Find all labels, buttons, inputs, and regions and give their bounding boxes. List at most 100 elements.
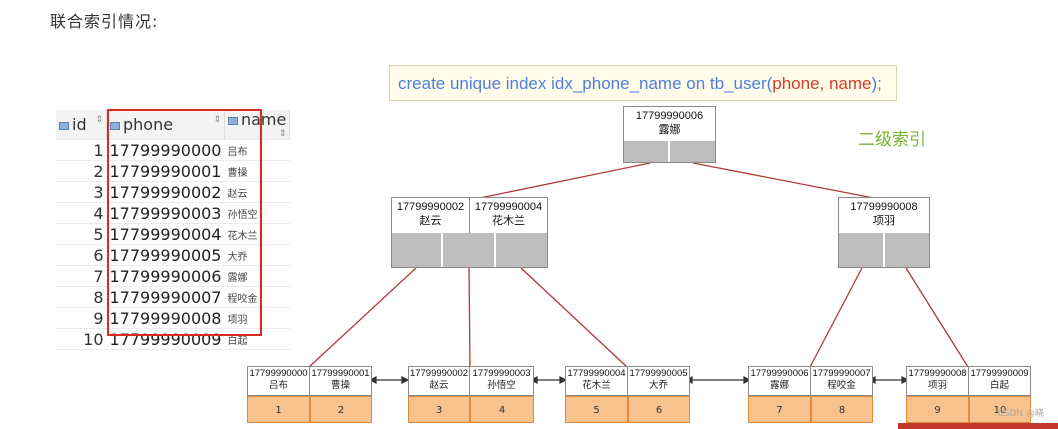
sort-icon[interactable]: ⇕ xyxy=(213,115,221,125)
link-right-leaf5 xyxy=(905,267,969,368)
pointer-cell xyxy=(839,233,885,267)
sort-icon[interactable]: ⇕ xyxy=(95,115,103,125)
internal-key: 17799990004 花木兰 xyxy=(474,201,543,227)
link-left-leaf1 xyxy=(308,267,417,368)
cell-name[interactable]: 项羽 xyxy=(224,307,290,329)
link-root-right xyxy=(692,162,885,201)
leaf-primary-key: 10 xyxy=(969,396,1031,423)
pointer-cell xyxy=(670,141,715,162)
cell-phone[interactable]: 17799990005 xyxy=(106,244,225,266)
sql-columns: phone, name xyxy=(772,74,872,93)
cell-name[interactable]: 白起 xyxy=(224,328,290,350)
cell-name[interactable]: 吕布 xyxy=(224,139,290,161)
column-header-id[interactable]: id⇕ xyxy=(56,110,107,140)
cell-phone[interactable]: 17799990003 xyxy=(106,202,225,224)
leaf-primary-key: 2 xyxy=(310,396,372,423)
cell-phone[interactable]: 17799990007 xyxy=(106,286,225,308)
column-header-name[interactable]: name⇕ xyxy=(224,110,291,140)
cell-id[interactable]: 3 xyxy=(56,181,107,203)
pointer-cell xyxy=(496,233,547,267)
internal-node-right: 17799990008 项羽 xyxy=(838,197,930,268)
leaf-primary-key: 1 xyxy=(247,396,310,423)
cell-name[interactable]: 赵云 xyxy=(224,181,290,203)
key-column-icon xyxy=(59,121,69,130)
pointer-cell xyxy=(392,233,443,267)
sort-icon[interactable]: ⇕ xyxy=(278,129,287,139)
root-node: 17799990006 露娜 xyxy=(623,106,716,163)
sql-prefix: create unique index idx_phone_name on tb… xyxy=(398,74,773,93)
link-left-leaf2 xyxy=(468,267,471,368)
cell-id[interactable]: 7 xyxy=(56,265,107,287)
cell-phone[interactable]: 17799990001 xyxy=(106,160,225,182)
leaf-primary-key: 5 xyxy=(565,396,628,423)
cell-phone[interactable]: 17799990008 xyxy=(106,307,225,329)
internal-key: 17799990008 项羽 xyxy=(850,201,918,227)
cell-name[interactable]: 程咬金 xyxy=(224,286,290,308)
cell-name[interactable]: 曹操 xyxy=(224,160,290,182)
cell-phone[interactable]: 17799990006 xyxy=(106,265,225,287)
cell-name[interactable]: 孙悟空 xyxy=(224,202,290,224)
pointer-cell xyxy=(885,233,929,267)
cell-id[interactable]: 9 xyxy=(56,307,107,329)
leaf-primary-key: 9 xyxy=(906,396,969,423)
cell-phone[interactable]: 17799990004 xyxy=(106,223,225,245)
corner-tab xyxy=(898,423,1058,429)
sql-statement: create unique index idx_phone_name on tb… xyxy=(389,65,897,101)
cell-id[interactable]: 4 xyxy=(56,202,107,224)
column-header-phone[interactable]: phone⇕ xyxy=(106,110,225,140)
cell-id[interactable]: 1 xyxy=(56,139,107,161)
cell-name[interactable]: 露娜 xyxy=(224,265,290,287)
cell-id[interactable]: 6 xyxy=(56,244,107,266)
link-left-leaf3 xyxy=(520,267,628,368)
leaf-primary-key: 7 xyxy=(748,396,811,423)
internal-key: 17799990002 赵云 xyxy=(392,198,470,234)
root-key: 17799990006 露娜 xyxy=(635,110,704,136)
cell-phone[interactable]: 17799990000 xyxy=(106,139,225,161)
pointer-cell xyxy=(624,141,670,162)
cell-id[interactable]: 5 xyxy=(56,223,107,245)
column-icon xyxy=(227,116,238,125)
cell-id[interactable]: 10 xyxy=(56,328,107,350)
internal-node-left: 17799990002 赵云 17799990004 花木兰 xyxy=(391,197,548,268)
link-root-left xyxy=(469,162,651,201)
index-legend: 二级索引 xyxy=(858,130,926,150)
pointer-cell xyxy=(443,233,496,267)
leaf-primary-key: 6 xyxy=(628,396,690,423)
cell-id[interactable]: 2 xyxy=(56,160,107,182)
leaf-primary-key: 8 xyxy=(811,396,873,423)
column-icon xyxy=(110,121,120,130)
cell-name[interactable]: 花木兰 xyxy=(224,223,290,245)
cell-name[interactable]: 大乔 xyxy=(224,244,290,266)
link-right-leaf4 xyxy=(809,267,863,368)
watermark: CSDN @晓 xyxy=(997,409,1044,419)
leaf-primary-key: 3 xyxy=(408,396,470,423)
cell-id[interactable]: 8 xyxy=(56,286,107,308)
cell-phone[interactable]: 17799990002 xyxy=(106,181,225,203)
sql-suffix: ); xyxy=(871,74,882,93)
